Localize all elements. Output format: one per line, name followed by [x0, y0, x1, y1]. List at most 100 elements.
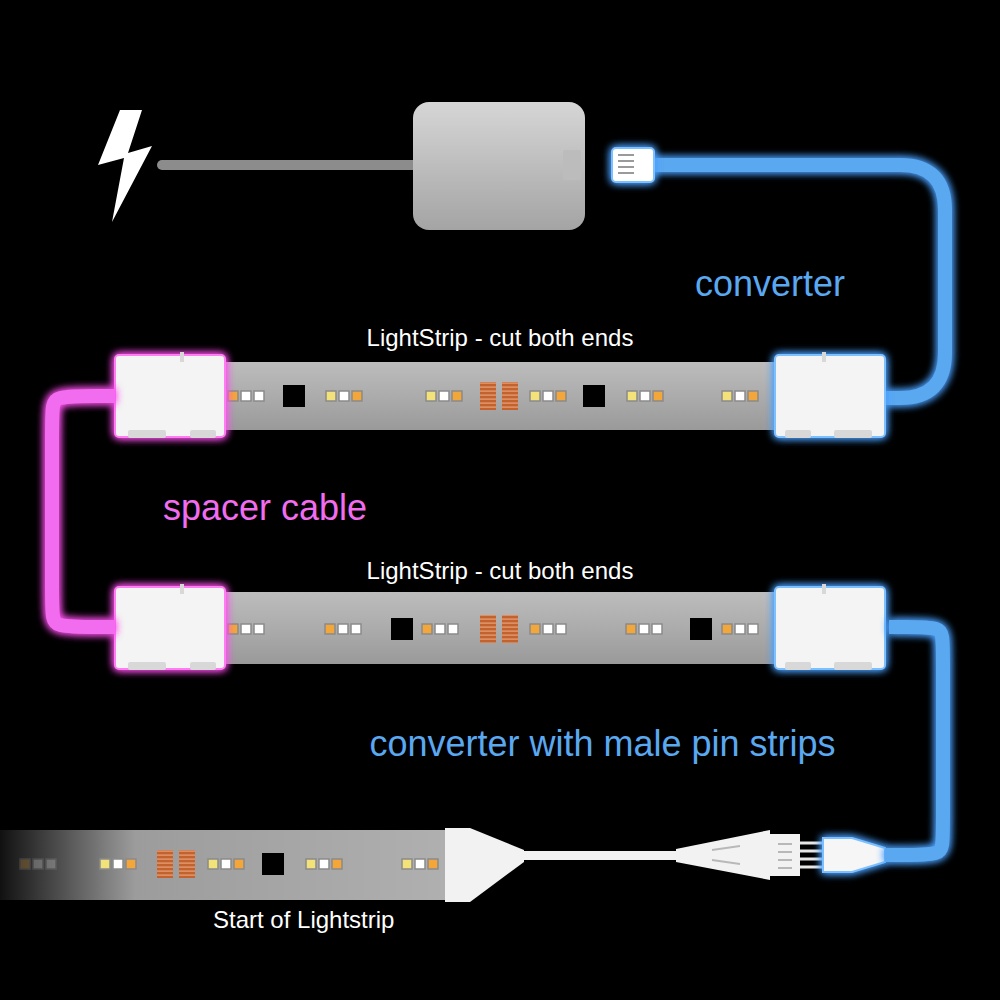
adapter-connector [676, 830, 770, 880]
start-strip: Start of Lightstrip [0, 822, 885, 940]
led-chip [126, 859, 136, 869]
led-chip [415, 859, 425, 869]
led-chip [326, 391, 336, 401]
plug-pins [618, 155, 634, 173]
led-strip [160, 362, 840, 430]
led-chip [448, 624, 458, 634]
adapter-cable [522, 851, 682, 860]
led-chip [339, 391, 349, 401]
pin-plug [823, 838, 885, 872]
led-chip [113, 859, 123, 869]
led-chip [351, 624, 361, 634]
led-row [228, 615, 758, 643]
led-chip [208, 859, 218, 869]
led-chip [556, 391, 566, 401]
led-chip [748, 391, 758, 401]
power-cable [162, 160, 420, 170]
copper-pad [480, 382, 496, 410]
ic-chip [391, 618, 413, 640]
led-chip [422, 624, 432, 634]
controller-box [413, 102, 585, 230]
led-chip [338, 624, 348, 634]
led-chip [439, 391, 449, 401]
copper-pad [502, 382, 518, 410]
controller-port [563, 150, 581, 180]
cable-label: spacer cable [0, 486, 530, 529]
clip-tabs [128, 584, 872, 670]
led-chip [46, 859, 56, 869]
led-chip [435, 624, 445, 634]
led-strip [0, 830, 450, 900]
led-chip [352, 391, 362, 401]
led-chip [626, 624, 636, 634]
clip-tabs [128, 352, 872, 438]
strip-caption: Start of Lightstrip [213, 906, 394, 935]
converter-cable [885, 627, 943, 855]
led-chip [530, 624, 540, 634]
strip-clip [115, 587, 225, 669]
cable-label: converter with male pin strips [300, 722, 905, 765]
ic-chip [583, 385, 605, 407]
strip-clip [115, 355, 225, 437]
led-chip [543, 624, 553, 634]
strip-clip [775, 355, 885, 437]
led-chip [241, 624, 251, 634]
led-strip [160, 592, 840, 664]
led-chip [428, 859, 438, 869]
strip-caption: LightStrip - cut both ends [115, 557, 885, 586]
led-chip [221, 859, 231, 869]
led-chip [735, 624, 745, 634]
led-chip [722, 624, 732, 634]
led-chip [306, 859, 316, 869]
led-chip [20, 859, 30, 869]
led-chip [33, 859, 43, 869]
led-chip [319, 859, 329, 869]
male-pins [800, 843, 824, 867]
led-chip [748, 624, 758, 634]
led-chip [100, 859, 110, 869]
ic-chip [262, 853, 284, 875]
spacer-cable [52, 396, 115, 627]
power-bolt [98, 110, 152, 222]
cable-label: converter [640, 262, 900, 305]
led-chip [452, 391, 462, 401]
ic-chip [283, 385, 305, 407]
copper-pad [480, 615, 496, 643]
led-chip [228, 391, 238, 401]
copper-pad [179, 850, 195, 878]
led-chip [332, 859, 342, 869]
adapter-connector [770, 834, 800, 876]
led-row [20, 850, 438, 878]
led-chip [735, 391, 745, 401]
copper-pad [502, 615, 518, 643]
led-chip [640, 391, 650, 401]
led-chip [254, 624, 264, 634]
led-chip [234, 859, 244, 869]
led-row [228, 382, 758, 410]
led-chip [543, 391, 553, 401]
led-chip [722, 391, 732, 401]
strip-adapter [445, 828, 524, 902]
led-chip [254, 391, 264, 401]
strip-clip [775, 587, 885, 669]
led-chip [426, 391, 436, 401]
converter-plug [612, 148, 654, 182]
connector-ribs [712, 844, 792, 868]
led-chip [627, 391, 637, 401]
ic-chip [690, 618, 712, 640]
led-chip [241, 391, 251, 401]
copper-pad [157, 850, 173, 878]
led-chip [556, 624, 566, 634]
led-chip [402, 859, 412, 869]
light-strip: LightStrip - cut both ends [115, 324, 889, 437]
led-chip [653, 391, 663, 401]
led-chip [652, 624, 662, 634]
led-chip [530, 391, 540, 401]
led-chip [639, 624, 649, 634]
strip-caption: LightStrip - cut both ends [115, 324, 885, 353]
light-strip: LightStrip - cut both ends [115, 557, 889, 670]
led-chip [228, 624, 238, 634]
